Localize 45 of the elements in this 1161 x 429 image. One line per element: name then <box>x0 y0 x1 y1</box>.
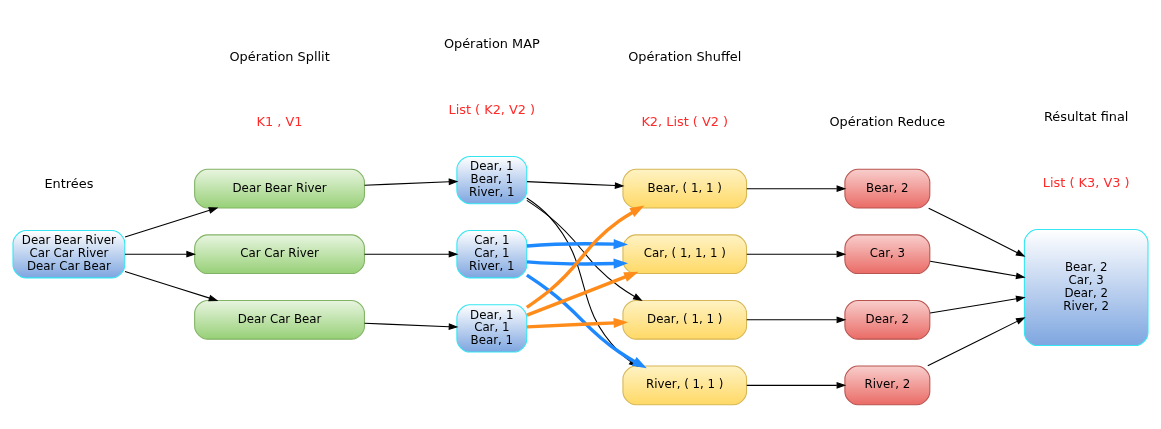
label: Résultat final <box>1043 108 1129 124</box>
node-box: Dear, ( 1, 1 ) <box>622 299 748 340</box>
arrow <box>746 315 847 323</box>
label: Entrées <box>44 175 94 191</box>
label: List ( K2, V2 ) <box>448 101 536 117</box>
arrow <box>526 258 629 269</box>
arrow <box>124 206 219 237</box>
label: Opération Reduce <box>829 113 946 129</box>
arrow <box>124 250 197 258</box>
arrow <box>746 381 847 389</box>
node-box: River, ( 1, 1 ) <box>622 364 748 405</box>
arrow <box>929 295 1026 313</box>
node-box: Dear, 1 Bear, 1 River, 1 <box>456 155 528 204</box>
arrow <box>364 177 459 186</box>
arrow <box>364 250 459 258</box>
node-box: Dear, 1 Car, 1 Bear, 1 <box>456 303 528 353</box>
node-box: Dear Bear River Car Car River Dear Car Bear <box>12 229 126 278</box>
arrow <box>526 317 629 329</box>
label: Opération MAP <box>443 35 540 51</box>
arrow <box>746 250 847 258</box>
arrow <box>927 316 1026 366</box>
node-box: Dear Car Bear <box>194 299 365 340</box>
node-box: Bear, 2 Car, 3 Dear, 2 River, 2 <box>1023 228 1149 346</box>
node-box: Bear, 2 <box>844 168 931 209</box>
arrow <box>526 180 625 189</box>
node-box: Car, 3 <box>844 233 931 274</box>
label: K2, List ( V2 ) <box>641 113 729 129</box>
arrow <box>929 260 1026 279</box>
node-box: Car, ( 1, 1, 1 ) <box>622 233 748 274</box>
node-box: Bear, ( 1, 1 ) <box>622 168 748 209</box>
label: Opération Spllit <box>229 48 330 64</box>
arrow <box>124 270 219 301</box>
arrow <box>746 184 847 192</box>
arrow <box>526 238 629 249</box>
node-box: Dear Bear River <box>194 168 365 209</box>
label: K1 , V1 <box>256 113 303 129</box>
node-box: River, 2 <box>844 364 931 405</box>
node-box: Car, 1 Car, 1 River, 1 <box>456 229 528 278</box>
node-box: Dear, 2 <box>844 299 931 340</box>
arrow <box>526 271 639 317</box>
node-box: Car Car River <box>194 233 365 274</box>
label: List ( K3, V3 ) <box>1042 174 1130 190</box>
arrow <box>364 322 459 330</box>
arrow <box>928 207 1026 257</box>
label: Opération Shuffel <box>628 48 742 64</box>
